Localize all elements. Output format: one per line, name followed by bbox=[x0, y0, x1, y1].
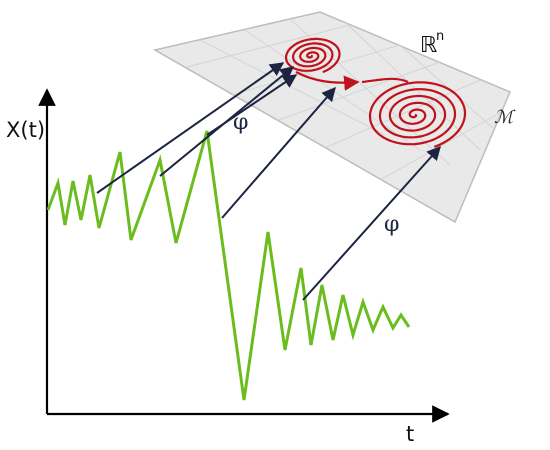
embedding-arrow bbox=[221, 86, 336, 219]
large-spiral bbox=[368, 81, 467, 148]
spiral-connector bbox=[295, 71, 360, 91]
x-axis-label: t bbox=[406, 422, 414, 446]
embedding-arrow bbox=[96, 62, 285, 194]
attractor-trajectory bbox=[284, 37, 467, 148]
spiral-connector-2 bbox=[361, 77, 409, 84]
embedding-arrow bbox=[206, 74, 298, 136]
manifold-label: ℳ bbox=[494, 107, 516, 128]
time-series-signal bbox=[46, 130, 411, 401]
axes bbox=[38, 88, 450, 423]
small-spiral bbox=[284, 37, 341, 74]
embedding-arrow bbox=[302, 145, 441, 301]
map-label-lower: φ bbox=[384, 212, 399, 237]
space-label: ℝ n bbox=[420, 29, 444, 58]
space-exponent: n bbox=[436, 29, 444, 44]
map-label-upper: φ bbox=[233, 110, 248, 135]
space-symbol: ℝ bbox=[420, 33, 437, 58]
embedding-arrows bbox=[96, 62, 441, 301]
y-axis-label: X(t) bbox=[6, 118, 45, 142]
